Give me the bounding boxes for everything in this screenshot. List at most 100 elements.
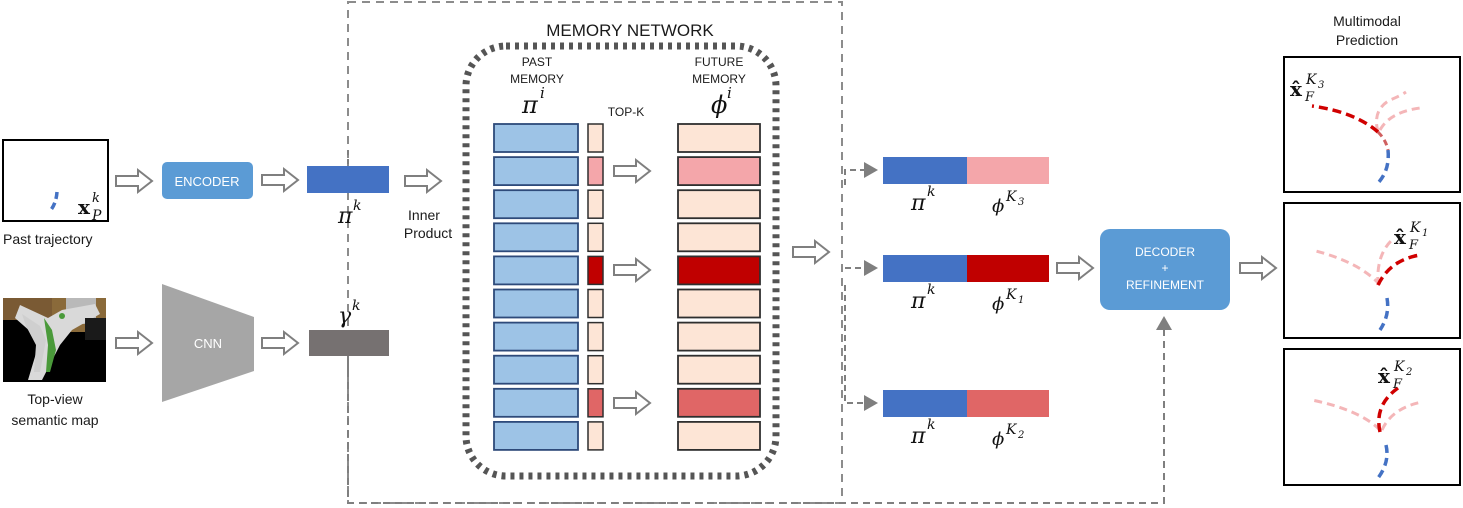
- decoder-block: [1100, 229, 1230, 310]
- prediction-symbol: x̂: [1394, 225, 1407, 249]
- topk-score: [587, 123, 604, 153]
- past-trajectory-panel: [2, 139, 109, 222]
- topk-score: [587, 288, 604, 319]
- candidate-pi-symbol: π: [910, 191, 926, 216]
- prediction-sub: F: [1392, 377, 1403, 392]
- gamma-to-decoder-path: [347, 316, 1172, 504]
- prediction-symbol: x̂: [1378, 364, 1391, 388]
- candidate-phi-subsup: 2: [1017, 430, 1024, 441]
- future-memory-header-1: FUTURE: [695, 55, 744, 69]
- pi-i-sup: i: [540, 84, 545, 102]
- candidate-phi-sup: K: [1005, 422, 1018, 438]
- candidate-pi-sup: k: [927, 417, 935, 433]
- topk-score: [587, 189, 604, 219]
- svg-text:π: π: [521, 91, 539, 119]
- prediction-sub: F: [1304, 90, 1315, 105]
- topk-score: [587, 222, 604, 253]
- phi-i-sup: i: [727, 84, 732, 102]
- arrow-topk-2: [613, 258, 651, 282]
- candidate-pi-sup: k: [927, 282, 935, 298]
- semantic-map-label-2: semantic map: [11, 412, 98, 428]
- future-memory-slot: [677, 255, 761, 286]
- future-memory-slot: [677, 156, 761, 187]
- candidate-phi-subsup: 3: [1018, 197, 1024, 208]
- pi-i-symbol: π: [521, 91, 539, 119]
- candidate-phi-symbol: ϕ: [992, 294, 1004, 315]
- svg-text:ϕ: ϕ: [711, 91, 727, 119]
- prediction-sup: K: [1393, 359, 1406, 375]
- dashed-to-candidate-3: [844, 285, 878, 411]
- topk-score: [587, 388, 604, 418]
- inner-product-label-1: Inner: [408, 207, 440, 223]
- future-memory-slot: [677, 321, 761, 352]
- prediction-symbol: x̂: [1290, 77, 1303, 101]
- memory-bank-box: [462, 42, 780, 480]
- past-trajectory-symbol: x: [78, 195, 91, 219]
- phi-i-symbol: ϕ: [711, 91, 727, 119]
- prediction-supsub: 3: [1318, 80, 1324, 91]
- topk-score: [587, 321, 604, 352]
- future-memory-slot: [677, 288, 761, 319]
- memory-network-title: MEMORY NETWORK: [546, 21, 714, 40]
- semantic-map-image: [3, 298, 106, 382]
- prediction-sup: K: [1409, 220, 1422, 236]
- candidate-past-feature: [883, 255, 967, 282]
- candidate-phi-sup: K: [1005, 287, 1018, 303]
- memory-slots: [493, 123, 761, 451]
- arrow-map-to-cnn: [115, 331, 153, 355]
- future-memory-slot: [677, 387, 761, 418]
- candidate-future-feature: [967, 157, 1049, 184]
- past-memory-slot: [493, 255, 579, 286]
- candidate-phi-symbol: ϕ: [992, 429, 1004, 450]
- memory-network-region: [347, 1, 843, 504]
- future-memory-slot: [677, 420, 761, 451]
- cnn-label: CNN: [194, 336, 222, 351]
- future-memory-slot: [677, 222, 761, 253]
- pi-k-feature: [307, 166, 389, 193]
- prediction-sub: F: [1408, 238, 1419, 253]
- decoder-label-1: DECODER: [1135, 245, 1195, 259]
- arrow-to-prediction: [1239, 256, 1277, 280]
- past-memory-slot: [493, 354, 579, 385]
- past-memory-header-1: PAST: [522, 55, 553, 69]
- arrow-traj-to-encoder: [115, 169, 153, 193]
- topk-score: [587, 421, 604, 451]
- arrow-memory-output: [792, 240, 830, 264]
- pi-k-sup: k: [353, 198, 361, 214]
- topk-score: [587, 255, 604, 286]
- arrow-to-decoder: [1056, 256, 1094, 280]
- future-memory-slot: [677, 189, 761, 220]
- arrow-cnn-to-gammak: [261, 331, 299, 355]
- future-memory-slot: [677, 123, 761, 153]
- prediction-panel-2: [1283, 202, 1461, 339]
- pi-k-symbol: π: [337, 204, 353, 229]
- future-memory-slot: [677, 354, 761, 385]
- decoder-label-2: +: [1161, 261, 1168, 275]
- decoder-label-3: REFINEMENT: [1126, 278, 1205, 292]
- past-trajectory-path: [47, 191, 59, 214]
- svg-text:π: π: [337, 204, 353, 229]
- encoder-block: [162, 162, 253, 199]
- gamma-k-feature: [309, 330, 389, 356]
- candidate-past-feature: [883, 390, 967, 417]
- past-memory-slot: [493, 189, 579, 220]
- past-memory-slot: [493, 288, 579, 319]
- dashed-to-candidate-1: [844, 162, 878, 185]
- candidate-future-feature: [967, 255, 1049, 282]
- semantic-map-label-1: Top-view: [27, 391, 83, 407]
- prediction-supsub: 2: [1405, 367, 1412, 378]
- past-memory-slot: [493, 156, 579, 187]
- candidate-pi-symbol: π: [910, 289, 926, 314]
- svg-text:γ: γ: [338, 304, 352, 329]
- past-trajectory-sub: P: [91, 208, 102, 224]
- arrow-topk-1: [613, 159, 651, 183]
- candidate-future-feature: [967, 390, 1049, 417]
- candidate-past-feature: [883, 157, 967, 184]
- past-trajectory-sup: k: [92, 191, 100, 206]
- gamma-k-symbol: γ: [338, 304, 352, 329]
- topk-score: [587, 354, 604, 385]
- prediction-panel-3: [1283, 348, 1461, 486]
